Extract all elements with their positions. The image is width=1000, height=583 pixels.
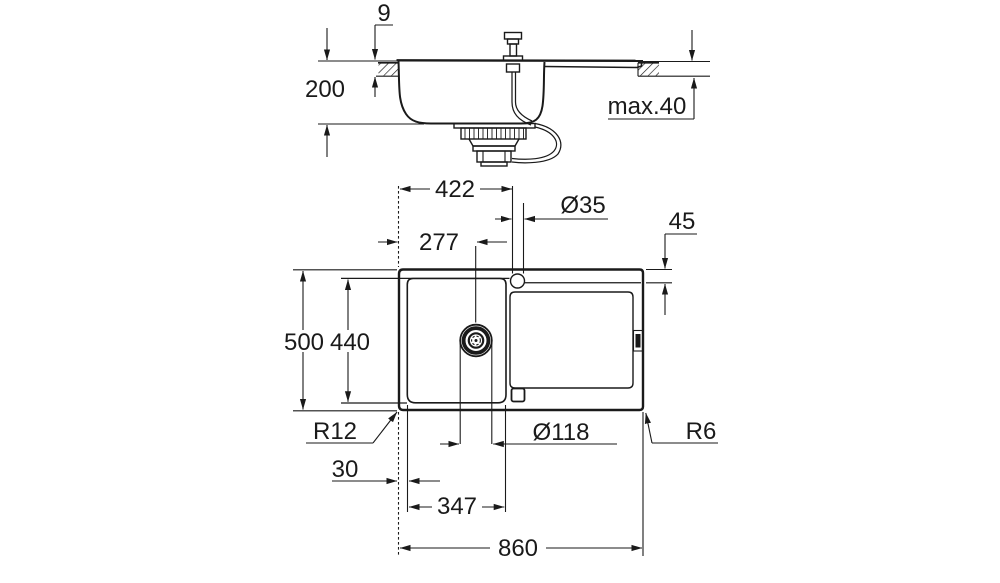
dim-label-edge-inset-right: 45 [669, 208, 696, 235]
drain-remote-control [502, 31, 533, 126]
dimension-corner-radius-right: R6 [644, 412, 718, 445]
bowl-outline [406, 277, 507, 404]
dimension-edge-inset-right: 45 [646, 208, 697, 315]
dim-label-corner-radius-left: R12 [313, 418, 357, 445]
plan-view: 422 Ø35 277 45 [284, 176, 718, 562]
dimension-overall-width: 860 [399, 412, 644, 562]
dimension-bowl-inner-width: 347 [408, 405, 507, 520]
counter-hatch-right [637, 61, 710, 77]
accessory-square [510, 387, 526, 403]
sink-outline [397, 268, 645, 412]
drain-trap-assembly [453, 122, 562, 167]
faucet-hole [509, 273, 526, 289]
dim-label-faucet-offset: 422 [435, 176, 475, 203]
dimension-counter-thickness: max.40 [608, 30, 698, 120]
side-view-section: 9 200 max.40 [305, 0, 710, 167]
dimension-bowl-depth: 200 [305, 28, 424, 157]
dim-label-bowl-inner-depth: 440 [330, 329, 370, 356]
dim-label-drain-offset: 277 [419, 229, 459, 256]
dimension-faucet-hole-diameter: Ø35 [495, 192, 608, 223]
drainboard-underside [544, 61, 643, 69]
dimension-overall-depth: 500 [284, 269, 397, 412]
bowl-profile [397, 60, 546, 125]
dimension-faucet-offset: 422 [397, 176, 525, 274]
dimension-drain-offset: 277 [378, 229, 507, 323]
drain-strainer [459, 323, 493, 358]
dim-label-drain-diameter: Ø118 [533, 419, 590, 446]
dim-label-counter-thickness: max.40 [608, 93, 687, 120]
dimension-bowl-inner-depth: 440 [330, 279, 370, 402]
dimension-drain-diameter: Ø118 [440, 341, 617, 448]
dim-label-faucet-hole-diameter: Ø35 [560, 192, 605, 219]
knurl-lines [464, 128, 524, 139]
dim-label-overall-depth: 500 [284, 329, 324, 356]
dim-label-corner-radius-right: R6 [686, 418, 717, 445]
drainboard-outline [509, 291, 634, 389]
dimension-rim-height: 9 [371, 0, 393, 97]
dim-label-bowl-inner-width: 347 [437, 493, 477, 520]
dimension-edge-inset-left: 30 [332, 405, 440, 556]
overflow-hose [511, 126, 558, 160]
dim-label-overall-width: 860 [498, 535, 538, 562]
dimension-corner-radius-left: R12 [306, 411, 398, 445]
dim-label-edge-inset-left: 30 [332, 456, 359, 483]
dim-label-rim-height: 9 [377, 0, 390, 27]
counter-hatch-left [376, 61, 399, 77]
overflow-slot [632, 329, 644, 352]
dim-label-bowl-depth: 200 [305, 76, 345, 103]
